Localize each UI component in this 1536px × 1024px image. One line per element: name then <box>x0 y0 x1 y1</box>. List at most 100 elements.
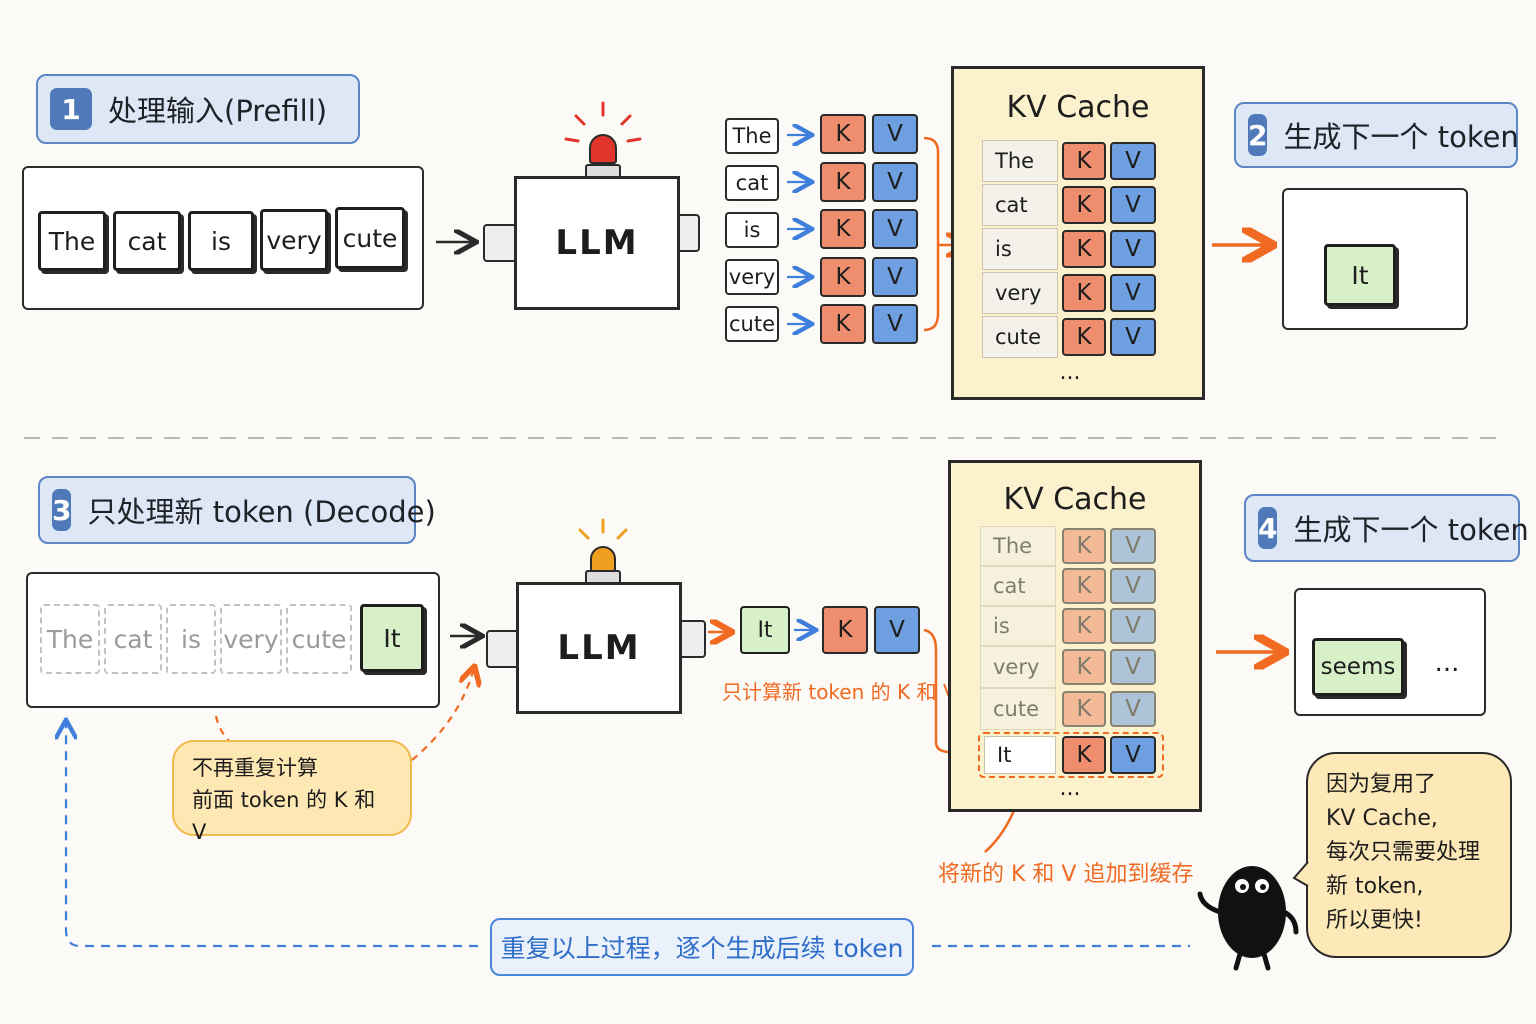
cache-ellipsis: ... <box>1059 776 1081 801</box>
llm-machine-bottom: LLM <box>516 582 682 714</box>
no-recompute-line1: 不再重复计算 <box>192 756 318 780</box>
kv-source-token: very <box>725 259 779 295</box>
note-to-panel-dashed <box>214 715 239 749</box>
cache-ellipsis: ... <box>1059 360 1081 385</box>
step-3-number: 3 <box>52 489 72 531</box>
k-vector: K <box>820 162 866 202</box>
cache-v: V <box>1110 649 1156 685</box>
kv-cache-title: KV Cache <box>1003 482 1147 517</box>
kv-source-token: cute <box>725 306 779 342</box>
new-k-vector: K <box>822 606 868 654</box>
cache-k-new: K <box>1062 736 1106 774</box>
step-4-text: 生成下一个 token <box>1293 513 1529 547</box>
cache-row-token: cute <box>980 688 1056 730</box>
previous-token: very <box>220 604 282 674</box>
step-2-text: 生成下一个 token <box>1283 120 1519 154</box>
cache-v: V <box>1110 568 1156 604</box>
k-vector: K <box>820 114 866 154</box>
llm-machine-top: LLM <box>514 176 680 310</box>
token-to-k-arrows <box>787 135 810 324</box>
creature-icon <box>1197 866 1299 971</box>
step-2-label: 2 生成下一个 token <box>1234 102 1519 168</box>
step-1-label: 1 处理输入(Prefill) <box>36 74 360 144</box>
v-vector: V <box>872 257 918 297</box>
compute-note: 只计算新 token 的 K 和 V <box>722 680 957 704</box>
step-1-text: 处理输入(Prefill) <box>108 94 328 128</box>
cache-k: K <box>1062 649 1106 685</box>
previous-token: is <box>166 604 216 674</box>
alarm-rays-top <box>564 101 642 143</box>
previous-token: cat <box>104 604 162 674</box>
kv-source-token: cat <box>725 165 779 201</box>
cache-row-token: cat <box>980 566 1056 606</box>
prefill-token: cat <box>113 211 181 271</box>
bubble-line5: 所以更快! <box>1326 908 1423 933</box>
step-2-number: 2 <box>1248 114 1268 156</box>
cache-row-token: The <box>980 526 1056 566</box>
prefill-token: cute <box>335 207 405 269</box>
note-to-llm-dashed <box>411 668 474 761</box>
v-vector: V <box>872 114 918 154</box>
generated-token: seems <box>1312 638 1404 696</box>
cache-row-token: is <box>982 228 1058 270</box>
cache-v: V <box>1110 142 1156 180</box>
arrow-append-to-cache <box>923 628 972 752</box>
alarm-light-icon <box>590 546 616 572</box>
bubble-line4: 新 token, <box>1326 874 1424 899</box>
llm-label: LLM <box>557 628 641 668</box>
cache-k: K <box>1062 142 1106 180</box>
new-token-small: It <box>740 606 790 654</box>
cache-v: V <box>1110 691 1156 727</box>
cache-row-token: The <box>982 140 1058 182</box>
previous-token: The <box>40 604 100 674</box>
k-vector: K <box>820 257 866 297</box>
v-vector: V <box>872 162 918 202</box>
v-vector: V <box>872 304 918 344</box>
llm-label: LLM <box>555 223 639 263</box>
step-4-label: 4 生成下一个 token <box>1244 494 1529 562</box>
step-3-text: 只处理新 token (Decode) <box>87 495 436 529</box>
alarm-light-icon <box>589 134 617 164</box>
cache-v: V <box>1110 608 1156 644</box>
no-recompute-note: 不再重复计算 前面 token 的 K 和 V <box>172 740 412 844</box>
cache-row-token: very <box>980 646 1056 688</box>
kv-source-token: is <box>725 212 779 248</box>
cache-v-new: V <box>1110 736 1156 774</box>
step-4-number: 4 <box>1258 507 1278 549</box>
cache-k: K <box>1062 528 1106 564</box>
loop-back-arrow <box>66 722 478 948</box>
cache-row-new-token: It <box>984 736 1056 774</box>
generated-token: It <box>1324 244 1396 306</box>
output-ellipsis: ... <box>1434 648 1460 678</box>
new-token: It <box>360 604 424 672</box>
cache-k: K <box>1062 230 1106 268</box>
appended-row-highlight <box>978 732 1164 778</box>
append-note: 将新的 K 和 V 追加到缓存 <box>938 862 1194 887</box>
bubble-line1: 因为复用了 <box>1326 772 1437 797</box>
cache-k: K <box>1062 691 1106 727</box>
bubble-line3: 每次只需要处理 <box>1326 840 1481 865</box>
speech-bubble: 因为复用了 KV Cache, 每次只需要处理 新 token, 所以更快! <box>1306 752 1512 958</box>
v-vector: V <box>872 209 918 249</box>
prefill-token: very <box>260 209 328 271</box>
bubble-line2: KV Cache, <box>1326 806 1438 831</box>
kv-bracket <box>923 136 940 332</box>
llm-inlet-pipe <box>483 224 517 262</box>
k-vector: K <box>820 209 866 249</box>
cache-k: K <box>1062 318 1106 356</box>
prefill-token: is <box>188 211 254 271</box>
cache-k: K <box>1062 608 1106 644</box>
prefill-token: The <box>38 211 106 271</box>
cache-row-token: cute <box>982 316 1058 358</box>
cache-v: V <box>1110 318 1156 356</box>
cache-v: V <box>1110 274 1156 312</box>
alarm-rays-bottom <box>578 518 628 540</box>
cache-k: K <box>1062 568 1106 604</box>
cache-k: K <box>1062 274 1106 312</box>
cache-row-token: is <box>980 606 1056 646</box>
cache-row-token: very <box>982 272 1058 314</box>
cache-row-token: cat <box>982 184 1058 226</box>
previous-token: cute <box>286 604 352 674</box>
no-recompute-line2: 前面 token 的 K 和 V <box>192 788 376 844</box>
